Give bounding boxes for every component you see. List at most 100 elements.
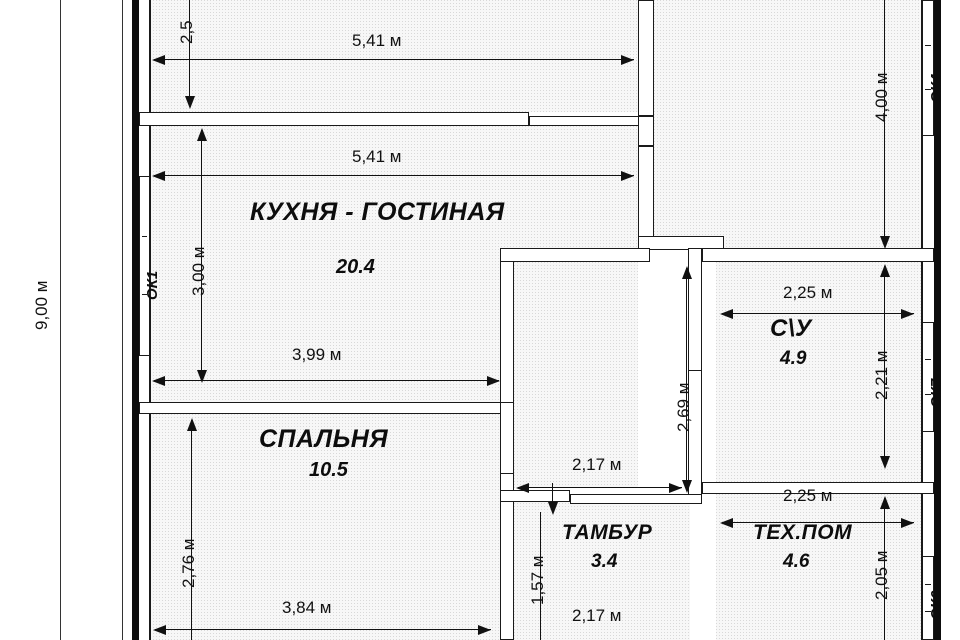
dim-arrow-kitchen-height-up: [197, 128, 207, 141]
window-ok7-label: ОК7: [928, 378, 945, 408]
dim-arrow-bedroom-height-up: [187, 418, 197, 431]
dim-line-vestibule-height: [540, 512, 542, 640]
dim-arrow-top-room-width-right: [621, 55, 634, 65]
dim-arrow-corridor-height-up: [682, 266, 692, 279]
dim-arrow-top-room-width-left: [152, 55, 165, 65]
dim-arrow-kitchen-width-left: [152, 171, 165, 181]
dim-arrow-corridor-height-down: [682, 480, 692, 493]
room-fill-corridor: [514, 262, 638, 488]
overall-dimension-line-left: [60, 0, 61, 640]
interior-wall-h-top-2: [529, 116, 639, 126]
window-ok4[interactable]: [922, 0, 934, 136]
dim-label-tech-width: 2,25 м: [783, 486, 833, 505]
dim-line-bathroom-height: [884, 266, 886, 466]
interior-wall-jog-right: [638, 236, 724, 250]
dim-line-tech-height: [884, 498, 886, 640]
exterior-wall-left: [132, 0, 139, 640]
exterior-wall-right-inner-line: [921, 0, 923, 640]
dim-label-vestibule-height: 1,57 м: [528, 555, 547, 606]
dim-arrow-top-room-height-down: [185, 96, 195, 109]
window-ok7[interactable]: [922, 322, 934, 432]
dim-arrow-kitchen-height-down: [197, 370, 207, 383]
room-area-bathroom: 4.9: [780, 348, 807, 369]
dim-label-tech-height: 2,05 м: [872, 550, 891, 601]
interior-wall-h-bathroom-top: [702, 248, 934, 262]
interior-wall-v-center-lower: [638, 146, 654, 248]
window-ok1-label: ОК1: [144, 270, 161, 300]
dim-line-vestibule-top-width: [518, 487, 682, 489]
dim-line-top-room-height: [189, 0, 191, 96]
dim-arrow-kitchen-lower-left: [152, 376, 165, 386]
dim-arrow-vestibule-top-tick: [548, 502, 558, 515]
dim-label-top-room-height: 2,5: [177, 20, 196, 44]
interior-wall-h-vestibule-top-2: [570, 494, 702, 504]
room-area-tech: 4.6: [783, 551, 810, 572]
dim-arrow-tech-width-left: [720, 518, 733, 528]
dim-arrow-kitchen-width-right: [621, 171, 634, 181]
interior-wall-h-vestibule-top: [500, 490, 570, 502]
exterior-wall-right-inner: [922, 0, 934, 640]
dim-arrow-topright-height-down: [880, 236, 890, 249]
room-label-vestibule: ТАМБУР: [562, 521, 653, 544]
dim-arrow-kitchen-lower-right: [487, 376, 500, 386]
room-label-bedroom: СПАЛЬНЯ: [259, 425, 389, 453]
window-ok6[interactable]: [922, 556, 934, 640]
window-ok1[interactable]: [139, 176, 150, 356]
dim-arrow-bedroom-width-left: [153, 625, 166, 635]
room-area-bedroom: 10.5: [309, 459, 348, 481]
exterior-wall-right: [934, 0, 941, 640]
room-label-bathroom: С\У: [770, 315, 812, 342]
dim-label-vestibule-bottom-width: 2,17 м: [572, 606, 622, 625]
dim-label-bathroom-width: 2,25 м: [783, 283, 833, 302]
dim-arrow-tech-width-right: [901, 518, 914, 528]
room-fill-bedroom: [150, 414, 502, 640]
dim-line-kitchen-lower-width: [154, 380, 499, 382]
dim-label-vestibule-top-width: 2,17 м: [572, 455, 622, 474]
dim-arrow-bathroom-width-left: [720, 309, 733, 319]
interior-wall-jog-corridor-top: [500, 248, 650, 262]
room-label-kitchen-living: КУХНЯ - ГОСТИНАЯ: [250, 198, 505, 226]
room-fill-bathroom: [716, 262, 922, 482]
dim-label-bathroom-height: 2,21 м: [872, 350, 891, 401]
window-ok4-label: ОК4: [928, 73, 945, 103]
dim-label-topright-height: 4,00 м: [872, 72, 891, 123]
dim-line-top-room-width: [154, 59, 634, 61]
room-area-kitchen-living: 20.4: [336, 256, 375, 278]
dim-label-kitchen-height: 3,00 м: [189, 246, 208, 297]
dim-arrow-bathroom-height-down: [880, 456, 890, 469]
dim-line-kitchen-width: [154, 175, 634, 177]
room-label-tech: ТЕХ.ПОМ: [753, 521, 853, 544]
window-ok6-label: ОК6: [928, 590, 945, 620]
dim-line-corridor-height: [686, 268, 688, 490]
room-fill-top-right: [654, 0, 922, 248]
dim-label-kitchen-width: 5,41 м: [352, 147, 402, 166]
interior-wall-h-top: [139, 112, 529, 126]
dim-arrow-bathroom-height-up: [880, 264, 890, 277]
dim-label-kitchen-lower-width: 3,99 м: [292, 345, 342, 364]
interior-wall-h-bedroom-top: [139, 402, 511, 414]
interior-wall-v-center-mid: [638, 116, 654, 146]
overall-dimension-tick-left: [122, 0, 123, 640]
dim-label-bedroom-width: 3,84 м: [282, 598, 332, 617]
dim-line-tech-width: [722, 522, 914, 524]
overall-height-label: 9,00 м: [32, 280, 51, 331]
dim-line-bedroom-height: [191, 420, 193, 640]
dim-arrow-bathroom-width-right: [901, 309, 914, 319]
dim-line-bathroom-width: [722, 313, 914, 315]
dim-arrow-vestibule-top-right: [669, 483, 682, 493]
interior-wall-v-bedroom-right-upper: [500, 402, 514, 474]
dim-line-bedroom-width: [155, 629, 491, 631]
interior-wall-v-bedroom-right-lower: [500, 498, 514, 640]
dim-label-bedroom-height: 2,76 м: [179, 538, 198, 589]
dim-arrow-bedroom-width-right: [478, 625, 491, 635]
dim-arrow-tech-height-up: [880, 496, 890, 509]
dim-ext-vestibule-top: [552, 483, 554, 511]
room-fill-tech: [716, 494, 922, 640]
dim-line-topright-height: [884, 0, 886, 246]
dim-label-top-room-width: 5,41 м: [352, 31, 402, 50]
interior-wall-h-bathroom-bottom: [702, 482, 934, 494]
room-area-vestibule: 3.4: [591, 551, 618, 572]
dim-line-kitchen-height: [201, 130, 203, 380]
room-fill-top-left: [150, 0, 638, 112]
